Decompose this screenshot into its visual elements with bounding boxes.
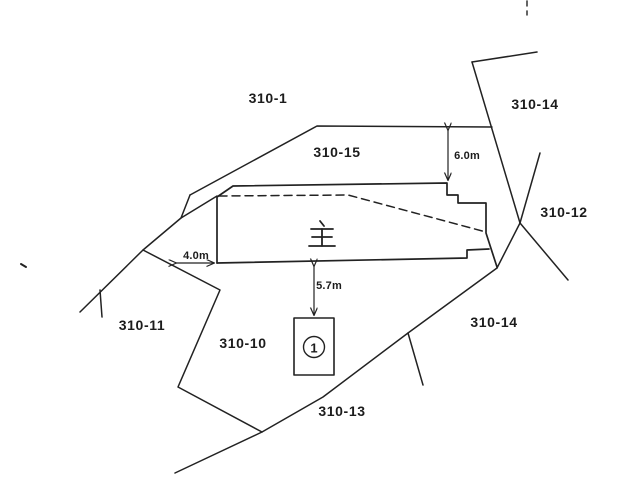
main-building-kanji-glyph (308, 220, 336, 247)
annex-box (293, 317, 335, 376)
parcel-boundary-lines (79, 51, 569, 474)
dimension-label-5-7m: 5.7m (316, 280, 342, 292)
parcel-label-310-15: 310-15 (313, 144, 361, 160)
circled-number-icon (302, 335, 326, 359)
parcel-label-310-12: 310-12 (540, 204, 588, 220)
parcel-label-310-13: 310-13 (318, 403, 366, 419)
dimension-arrows (176, 130, 448, 315)
survey-tick-marks (20, 0, 528, 268)
eave-dashed-line (218, 194, 487, 233)
main-building-outline (216, 182, 498, 268)
parcel-label-310-11: 310-11 (118, 317, 166, 333)
annex-number-label: 1 (310, 340, 318, 356)
dimension-label-4m: 4.0m (183, 250, 209, 262)
parcel-label-310-1: 310-1 (248, 90, 288, 106)
parcel-label-310-14-right: 310-14 (470, 314, 518, 330)
parcel-label-310-14-top: 310-14 (511, 96, 559, 112)
parcel-label-310-10: 310-10 (219, 335, 267, 351)
dimension-label-6m: 6.0m (454, 150, 480, 162)
